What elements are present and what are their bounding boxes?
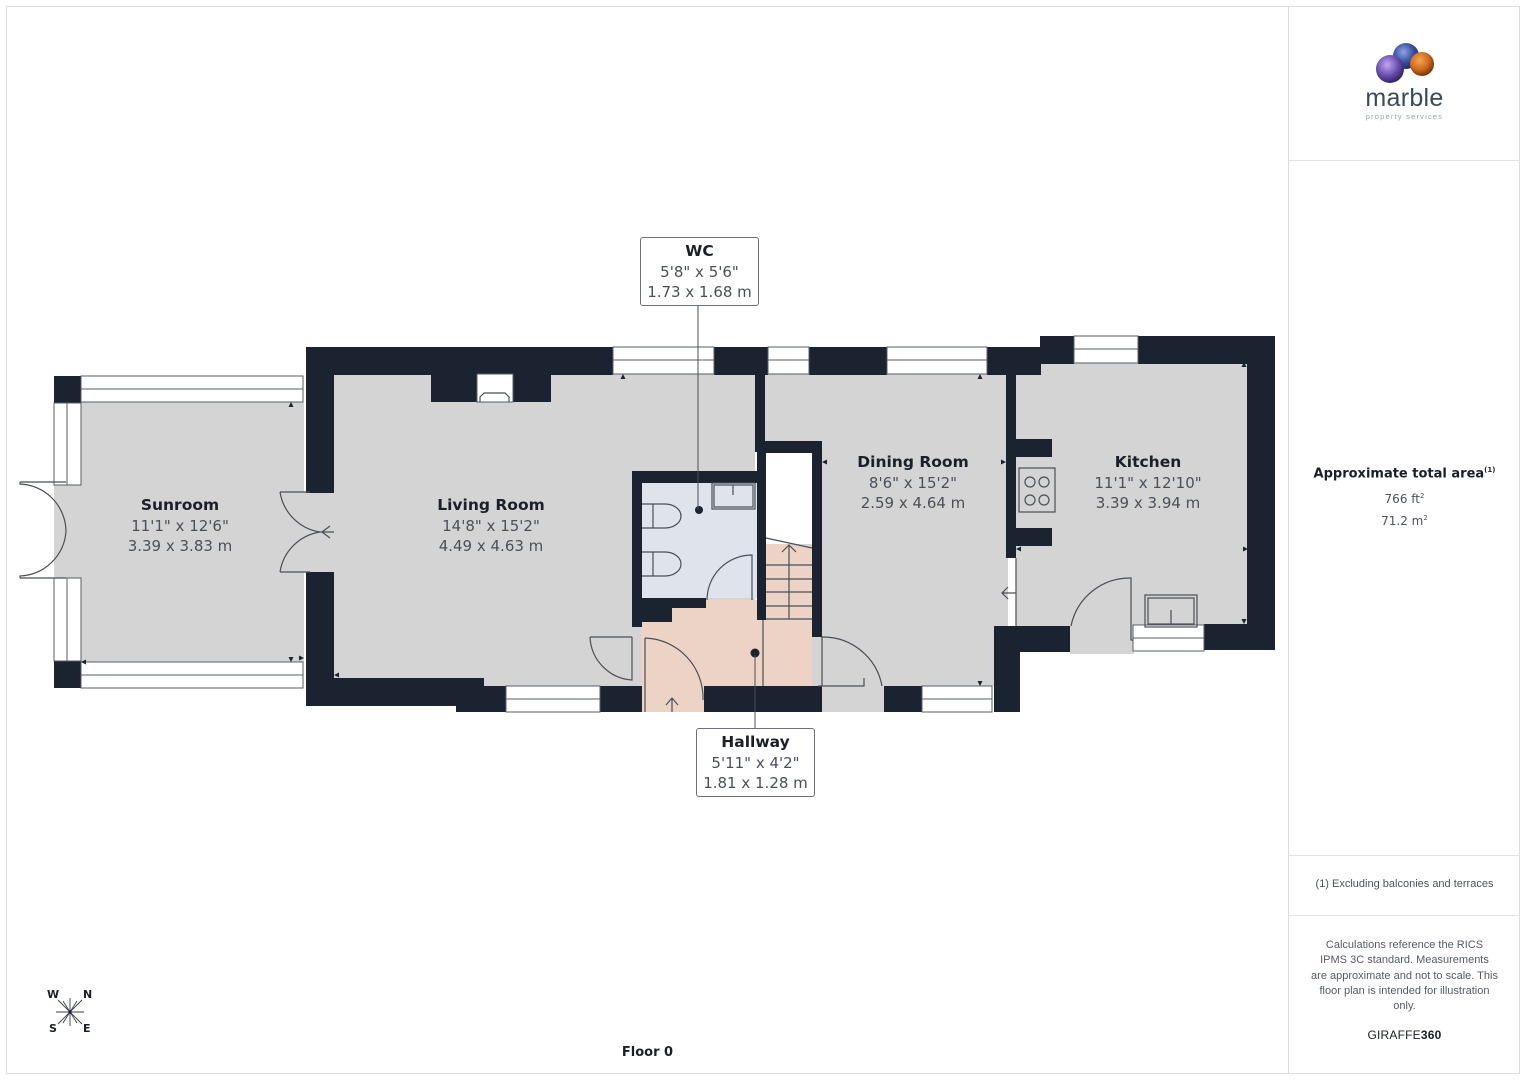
opening-arrow-icon <box>1001 558 1017 626</box>
marble-balls-icon <box>1375 43 1434 83</box>
door-sunroom-exterior <box>19 481 67 579</box>
room-dim-imperial: 11'1" x 12'10" <box>1094 474 1202 492</box>
room-name: Hallway <box>721 733 790 751</box>
area-footnote: (1) Excluding balconies and terraces <box>1315 878 1494 890</box>
wc-floor <box>641 482 757 598</box>
compass-n: N <box>83 988 93 1001</box>
toilet-icon-2 <box>642 551 682 577</box>
fixtures <box>19 392 1198 712</box>
area-metric-unit-sup: 2 <box>1423 514 1428 522</box>
sidebar-divider <box>1289 160 1520 161</box>
room-name: Sunroom <box>140 496 220 514</box>
brand-prefix: GIRAFFE <box>1367 1028 1421 1042</box>
callout-wc: WC 5'8" x 5'6" 1.73 x 1.68 m <box>640 237 759 306</box>
sunroom-floor <box>80 402 304 662</box>
basin-icon <box>711 482 756 510</box>
room-dim-imperial: 5'8" x 5'6" <box>660 263 739 281</box>
chimney-opening <box>476 373 514 403</box>
area-metric-value: 71.2 m <box>1381 514 1424 528</box>
page-frame <box>6 6 1520 1074</box>
room-name: Kitchen <box>1114 453 1182 471</box>
room-name: Dining Room <box>857 453 969 471</box>
room-dim-metric: 4.49 x 4.63 m <box>438 537 544 555</box>
kitchen-door-floor <box>1070 620 1134 654</box>
callout-hallway: Hallway 5'11" x 4'2" 1.81 x 1.28 m <box>696 728 815 797</box>
compass-star-icon <box>56 998 84 1026</box>
sidebar-divider <box>1289 915 1520 916</box>
room-dim-imperial: 11'1" x 12'6" <box>131 517 229 535</box>
total-area-title: Approximate total area(1) <box>1289 466 1520 481</box>
floor-label: Floor 0 <box>621 1045 674 1060</box>
info-sidebar: marble property services Approximate tot… <box>1288 6 1520 1074</box>
room-dim-imperial: 14'8" x 15'2" <box>442 517 540 535</box>
area-imperial-value: 766 ft <box>1384 492 1420 506</box>
door-hallway-dining <box>818 636 883 687</box>
ceiling-light-wc <box>695 506 703 514</box>
logo-tagline: property services <box>1365 112 1444 121</box>
room-dim-imperial: 5'11" x 4'2" <box>711 754 800 772</box>
sidebar-divider <box>1289 855 1520 856</box>
giraffe360-brand: GIRAFFE360 <box>1289 1028 1520 1042</box>
fireplace-icon <box>479 392 510 402</box>
room-dim-metric: 3.39 x 3.83 m <box>127 537 233 555</box>
footnote-marker: (1) <box>1484 466 1496 474</box>
room-label-sunroom: Sunroom 11'1" x 12'6" 3.39 x 3.83 m <box>128 495 233 556</box>
room-dim-metric: 1.73 x 1.68 m <box>647 283 752 301</box>
door-front <box>644 637 704 712</box>
entrance-arrow-icon <box>665 697 679 712</box>
door-wc <box>706 554 753 601</box>
room-label-living-room: Living Room 14'8" x 15'2" 4.49 x 4.63 m <box>437 495 545 556</box>
stairs-icon <box>765 537 813 620</box>
floor-plan <box>19 306 1275 728</box>
area-imperial-unit-sup: 2 <box>1419 492 1425 500</box>
hob-icon <box>1018 467 1056 513</box>
room-label-dining-room: Dining Room 8'6" x 15'2" 2.59 x 4.64 m <box>857 452 968 513</box>
room-floors <box>54 362 1248 712</box>
door-living-hallway <box>589 636 633 681</box>
ceiling-light-hallway <box>750 648 760 658</box>
room-name: Living Room <box>437 496 545 514</box>
compass-s: S <box>49 1022 57 1035</box>
room-label-kitchen: Kitchen 11'1" x 12'10" 3.39 x 3.94 m <box>1094 452 1201 513</box>
room-dim-metric: 2.59 x 4.64 m <box>860 494 966 512</box>
door-kitchen-exterior <box>1070 577 1133 641</box>
windows <box>53 335 1205 713</box>
total-area-title-text: Approximate total area <box>1313 466 1485 482</box>
marble-logo <box>1289 42 1520 96</box>
room-dim-metric: 3.39 x 3.94 m <box>1095 494 1201 512</box>
compass-rose: W N S E <box>42 986 102 1038</box>
stair-void <box>766 452 812 544</box>
room-name: WC <box>685 242 714 260</box>
room-dim-metric: 1.81 x 1.28 m <box>703 774 808 792</box>
sink-icon <box>1144 594 1198 628</box>
walls <box>54 336 1275 712</box>
disclaimer-text: Calculations reference the RICS IPMS 3C … <box>1311 939 1498 1013</box>
compass-e: E <box>83 1022 91 1035</box>
logo-wordmark: marble <box>1365 84 1444 112</box>
compass-w: W <box>47 988 60 1001</box>
total-area-imperial: 766 ft2 <box>1289 492 1520 506</box>
total-area-metric: 71.2 m2 <box>1289 514 1520 528</box>
door-sunroom-living <box>279 491 334 573</box>
dimension-markers <box>81 362 1248 686</box>
dining-door-floor <box>820 636 884 712</box>
brand-suffix: 360 <box>1420 1028 1442 1042</box>
toilet-icon <box>642 503 682 529</box>
sunroom-door-area <box>54 484 84 578</box>
hallway-floor <box>641 540 812 712</box>
room-dim-imperial: 8'6" x 15'2" <box>868 474 958 492</box>
